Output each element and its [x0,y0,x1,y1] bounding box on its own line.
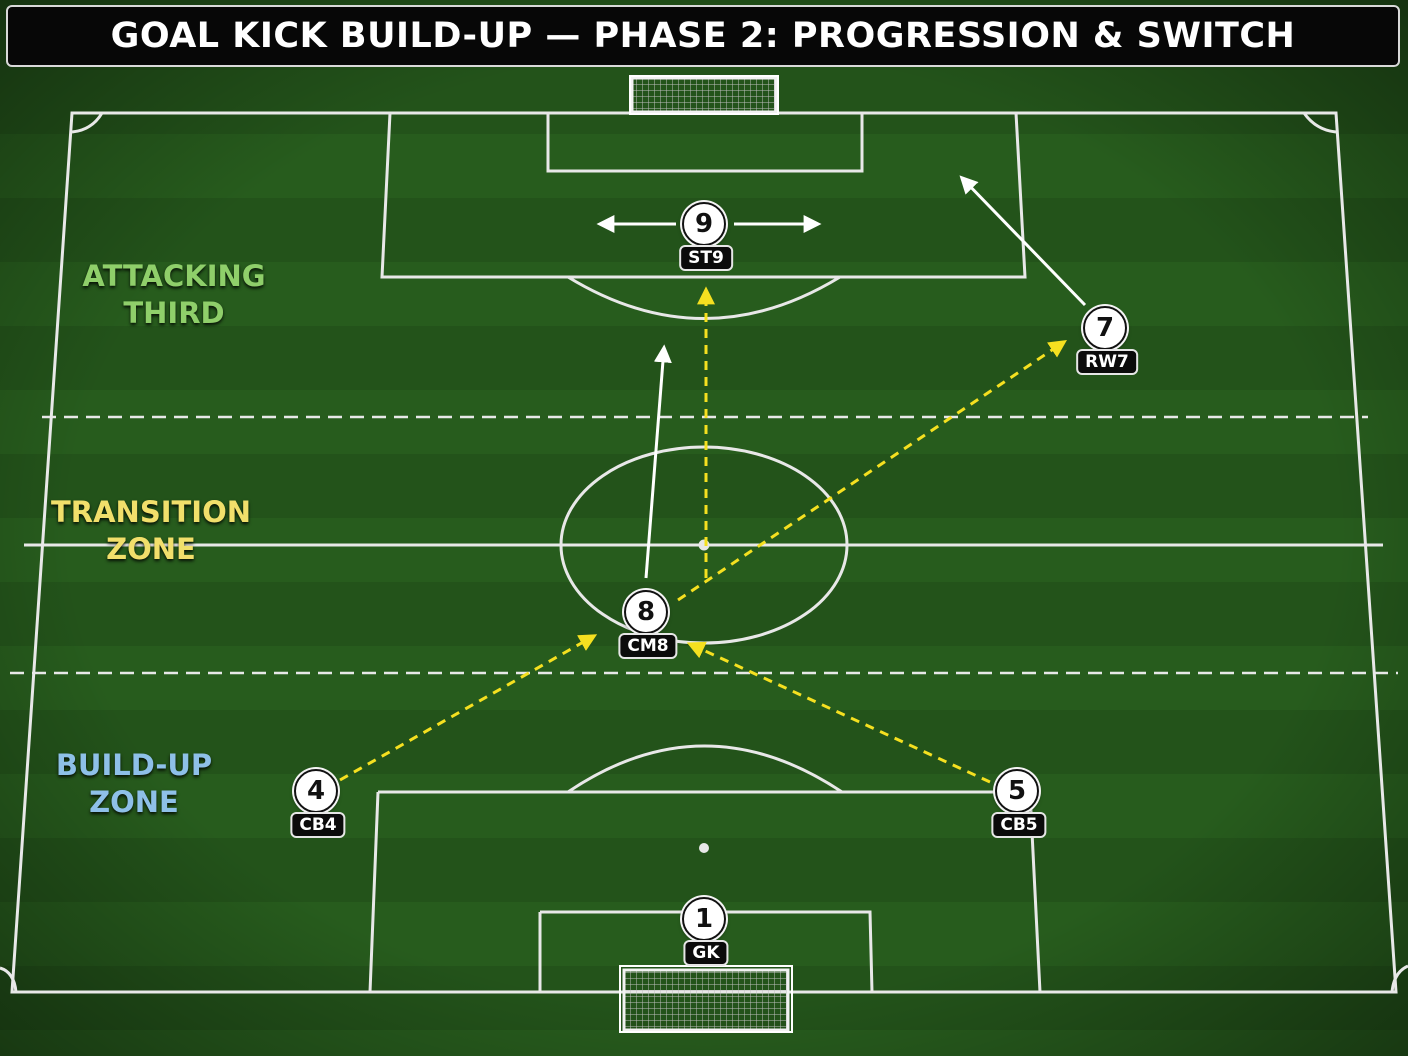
run-cm8 [644,344,672,579]
zone-label-line: TRANSITION [51,495,251,529]
bottom-penalty-arc [567,744,843,794]
corner-arc-bl [0,966,18,993]
zone-label-buildup: BUILD-UP ZONE [44,747,224,821]
runs [596,175,1087,579]
penalty-spot [699,843,709,853]
zone-label-line: ZONE [89,785,179,819]
player-label: GK [683,940,729,966]
player-number: 9 [682,202,726,246]
zone-label-transition: TRANSITION ZONE [46,494,256,568]
touchlines [10,111,1398,994]
player-number: 4 [294,769,338,813]
player-label: RW7 [1076,349,1138,375]
run-rw7 [959,175,1087,307]
zone-label-line: THIRD [123,296,225,330]
top-goal [629,75,779,115]
player-rw7[interactable]: 7 RW7 [1067,306,1147,396]
top-six-yard-box [546,113,864,173]
player-cm8[interactable]: 8 CM8 [608,590,688,680]
zone-label-attacking: ATTACKING THIRD [76,258,272,332]
bottom-six-yard-box [538,910,874,993]
top-penalty-arc [567,275,841,320]
diagram-title: GOAL KICK BUILD-UP — PHASE 2: PROGRESSIO… [6,5,1400,67]
player-label: CB4 [290,812,346,838]
player-label: CM8 [618,633,678,659]
pass-cb4-cm8 [339,634,598,782]
zone-label-line: BUILD-UP [55,748,213,782]
player-number: 7 [1083,306,1127,350]
corner-arc-tr [1302,112,1337,134]
passes [339,286,1067,784]
top-penalty-area [380,112,1027,279]
player-number: 8 [624,590,668,634]
zone-label-line: ATTACKING [82,259,266,293]
pass-cm8-rw7 [677,339,1067,602]
corner-arc-br [1390,964,1408,993]
bottom-goal [619,965,793,1033]
player-gk[interactable]: 1 GK [666,897,746,987]
player-cb5[interactable]: 5 CB5 [979,769,1059,859]
player-number: 5 [995,769,1039,813]
player-cb4[interactable]: 4 CB4 [278,769,358,859]
player-label: CB5 [991,812,1047,838]
zone-label-line: ZONE [106,532,196,566]
pass-cb5-cm8 [686,641,991,784]
player-number: 1 [682,897,726,941]
player-st9[interactable]: 9 ST9 [666,202,746,292]
corner-arc-tl [71,112,104,134]
player-label: ST9 [679,245,733,271]
